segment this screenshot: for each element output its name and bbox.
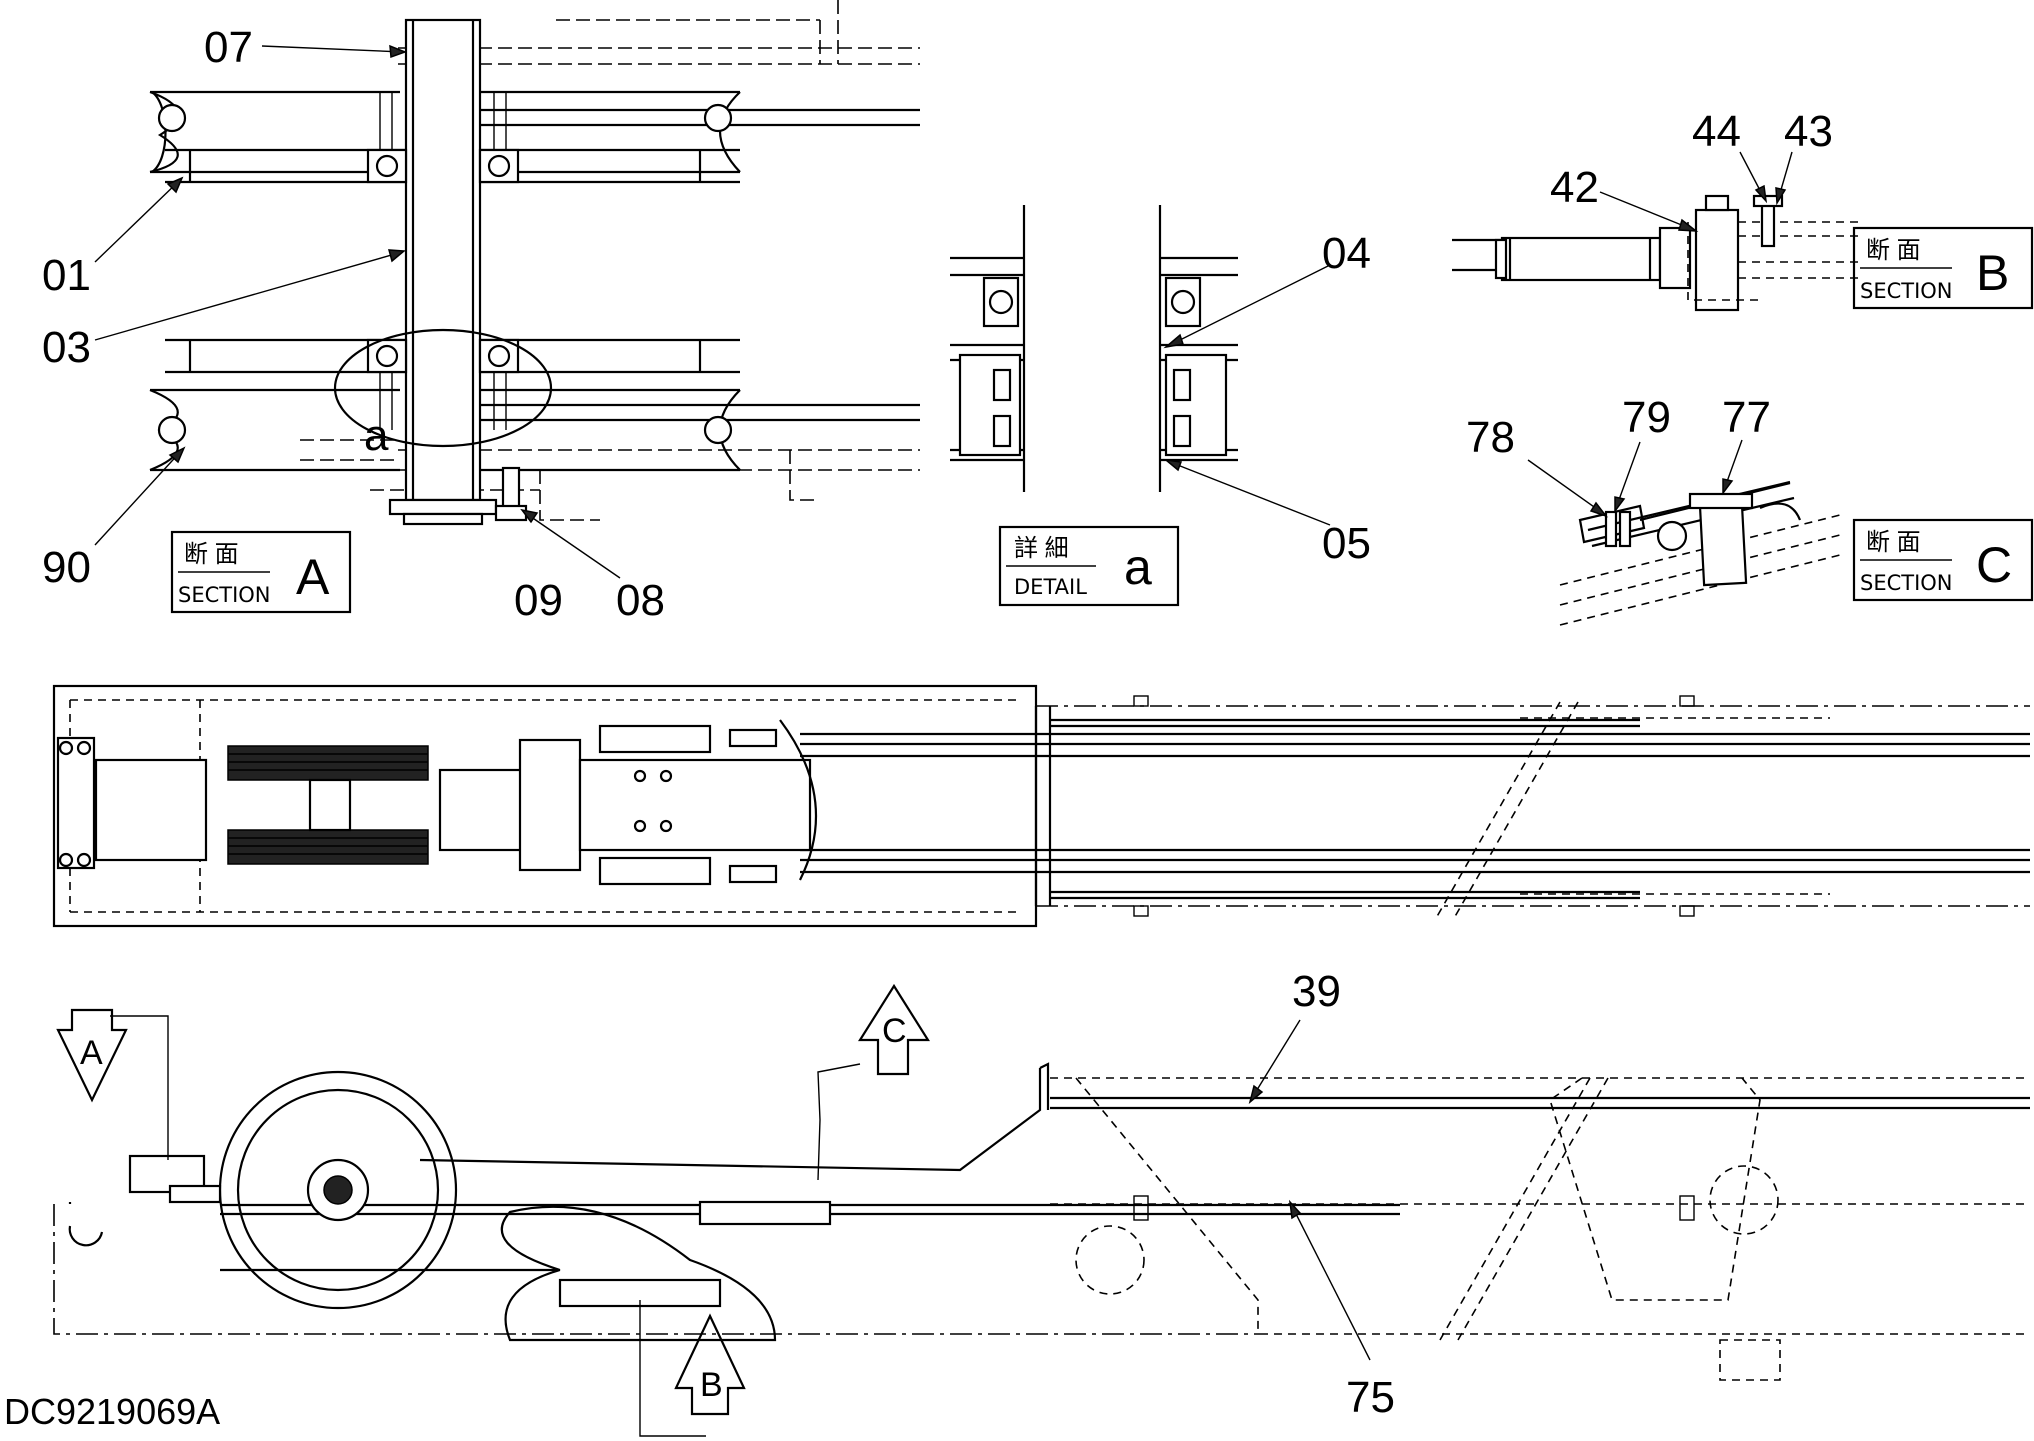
section-box-a-letter: A xyxy=(296,549,330,605)
section-box-c-en: SECTION xyxy=(1860,571,1953,595)
section-box-c: 断 面 SECTION C xyxy=(1852,518,2034,602)
callout-43: 43 xyxy=(1784,107,1833,156)
callout-05: 05 xyxy=(1322,519,1371,568)
section-box-b-jp: 断 面 xyxy=(1866,237,1921,264)
callout-44: 44 xyxy=(1692,107,1741,156)
side-view xyxy=(53,1062,2030,1381)
section-box-c-jp: 断 面 xyxy=(1866,529,1921,556)
section-box-a-en: SECTION xyxy=(178,583,271,607)
callout-01: 01 xyxy=(42,251,91,300)
section-a-view xyxy=(149,0,920,526)
section-c-view xyxy=(1527,439,1841,626)
detail-box-a-jp: 詳 細 xyxy=(1014,535,1069,562)
section-box-b-en: SECTION xyxy=(1860,279,1953,303)
callout-04: 04 xyxy=(1322,229,1371,278)
drawing-code: DC9219069A xyxy=(4,1391,220,1432)
callout-07: 07 xyxy=(204,23,253,72)
callout-78: 78 xyxy=(1466,413,1515,462)
plan-view xyxy=(52,684,2030,928)
callout-75: 75 xyxy=(1346,1373,1395,1422)
section-box-a-jp: 断 面 xyxy=(184,541,239,568)
callout-a: a xyxy=(364,411,389,460)
section-box-b-letter: B xyxy=(1976,245,2009,301)
section-a-leaders xyxy=(94,44,621,579)
callout-39: 39 xyxy=(1292,967,1341,1016)
detail-a-view xyxy=(950,205,1331,526)
detail-box-a-letter: a xyxy=(1124,539,1152,595)
section-box-a: 断 面 SECTION A xyxy=(170,530,352,614)
detail-box-a-en: DETAIL xyxy=(1014,575,1087,599)
callout-42: 42 xyxy=(1550,163,1599,212)
callout-09: 09 xyxy=(514,576,563,625)
view-arrow-a xyxy=(56,1008,169,1160)
callout-77: 77 xyxy=(1722,393,1771,442)
callout-90: 90 xyxy=(42,543,91,592)
view-arrow-c xyxy=(817,983,930,1181)
view-arrow-c-letter: C xyxy=(882,1012,907,1050)
detail-box-a: 詳 細 DETAIL a xyxy=(998,525,1180,607)
section-box-c-letter: C xyxy=(1976,537,2012,593)
view-arrow-a-letter: A xyxy=(80,1034,103,1072)
callout-08: 08 xyxy=(616,576,665,625)
callout-79: 79 xyxy=(1622,393,1671,442)
view-arrow-b xyxy=(639,1300,746,1437)
view-arrow-b-letter: B xyxy=(700,1366,723,1404)
callout-03: 03 xyxy=(42,323,91,372)
section-b-view xyxy=(1452,151,1860,312)
section-box-b: 断 面 SECTION B xyxy=(1852,226,2034,310)
